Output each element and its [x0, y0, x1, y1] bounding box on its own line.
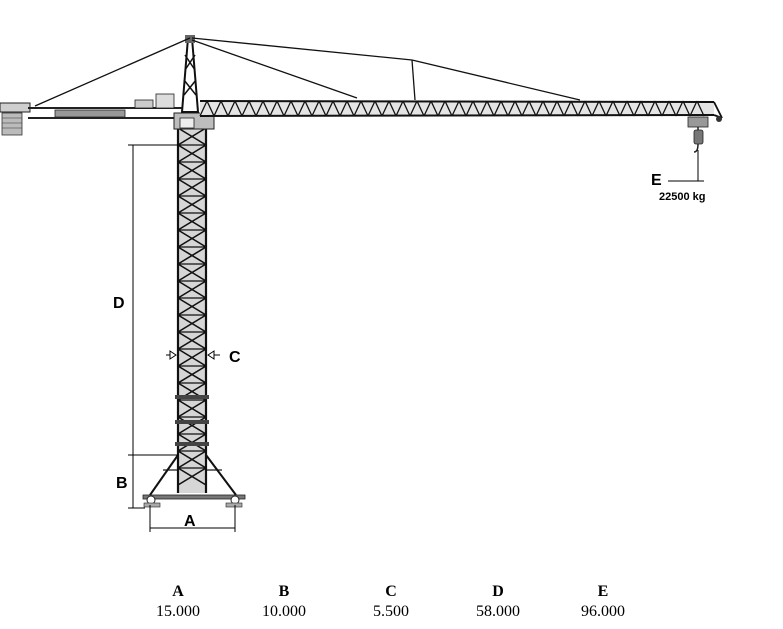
dimensions-table: A 15.000 B 10.000 C 5.500 D 58.000 E 96.… [140, 582, 640, 626]
load-capacity: 22500 kg [659, 191, 705, 203]
tower-mast [175, 127, 209, 493]
jib [199, 100, 723, 122]
dimension-lines [128, 144, 236, 532]
dimension-key: D [492, 583, 504, 600]
dimension-key: B [278, 583, 290, 600]
dimension-key: C [385, 583, 397, 600]
dimension-key: A [172, 583, 184, 600]
counter-jib [0, 93, 182, 136]
label-c: C [229, 349, 241, 366]
dimension-b: B 10.000 [244, 582, 324, 622]
hook-block [668, 116, 709, 182]
label-a: A [184, 513, 196, 530]
label-d: D [113, 295, 125, 312]
dimension-value: 10.000 [262, 603, 306, 620]
label-e: E [651, 172, 662, 189]
label-b: B [116, 475, 128, 492]
dimension-c: C 5.500 [351, 582, 431, 622]
dimension-value: 96.000 [581, 603, 625, 620]
base-frame [142, 454, 246, 508]
dimension-d: D 58.000 [458, 582, 538, 622]
dimension-a: A 15.000 [138, 582, 218, 622]
dimension-key: E [597, 583, 609, 600]
tower-head [180, 35, 200, 113]
dimension-value: 15.000 [156, 603, 200, 620]
dimension-e: E 96.000 [563, 582, 643, 622]
dimension-value: 5.500 [373, 603, 409, 620]
dimension-value: 58.000 [476, 603, 520, 620]
pendant-lines [34, 37, 581, 107]
